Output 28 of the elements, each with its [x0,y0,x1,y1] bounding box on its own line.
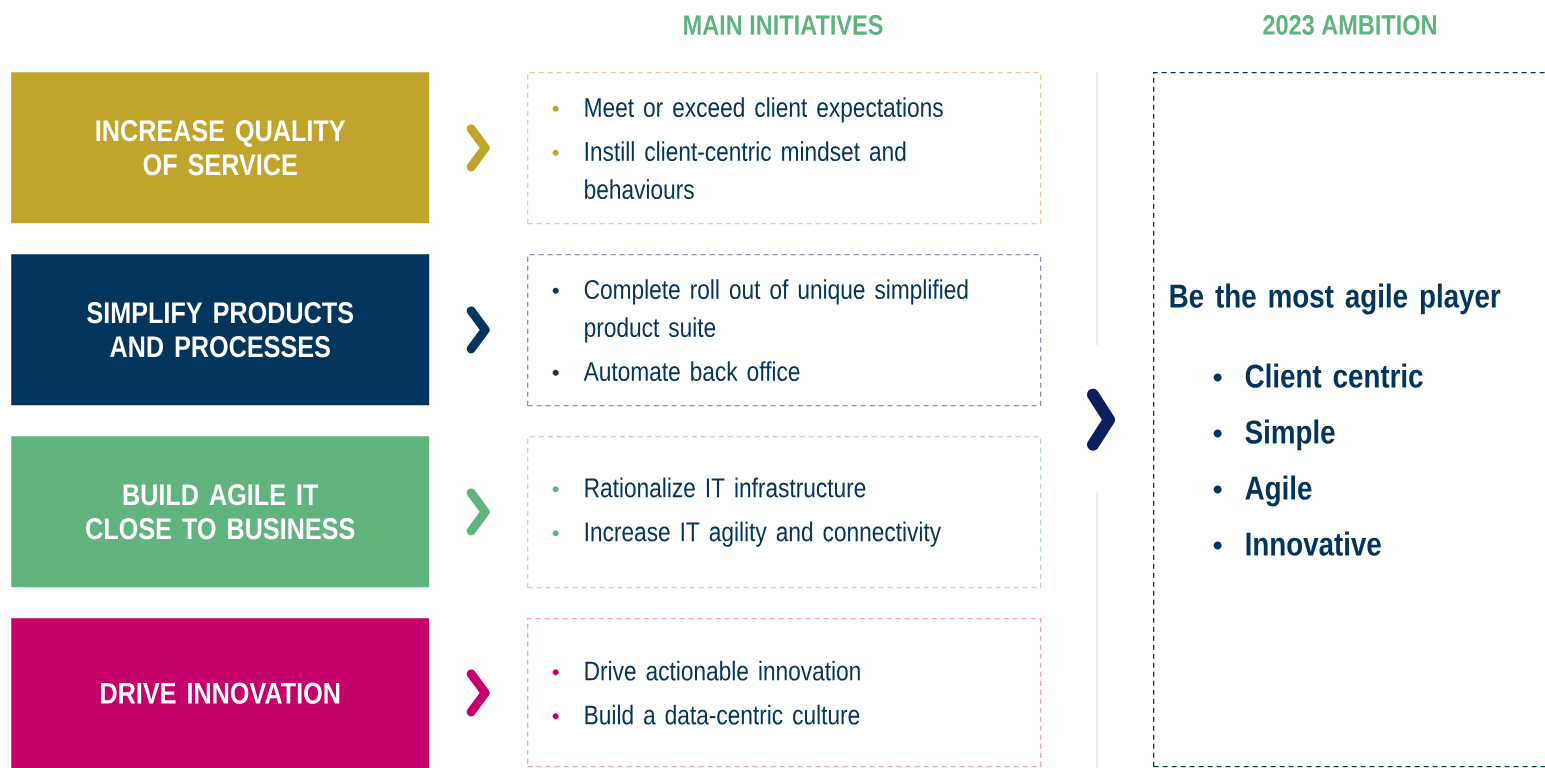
chevron-arrow [466,488,490,536]
bullet-item: Automate back office [552,361,800,382]
bullet-item: Innovative [1213,531,1381,556]
initiative-box [527,254,1042,407]
bullet-item: Increase IT agility and connectivity [552,521,941,547]
initiative-box [527,72,1042,225]
goal-box: BUILD AGILE IT CLOSE TO BUSINESS [11,436,430,588]
bullet-item: Complete roll out of unique simplified product suite [552,279,968,343]
chevron-arrow [466,124,490,172]
chevron-arrow [466,669,490,717]
ambition-box [1153,72,1545,768]
column-heading: 2023 AMBITION [1263,15,1436,35]
chevron-arrow [466,306,490,354]
goal-box: DRIVE INNOVATION [11,618,430,768]
ambition-heading: Be the most agile player [1170,283,1501,315]
initiative-box [527,436,1042,589]
bullet-item: Drive actionable innovation [552,660,860,681]
bullet-item: Agile [1213,475,1312,507]
bullet-item: Instill client-centric mindset and behaviours [552,141,906,200]
column-heading: MAIN INITIATIVES [684,15,883,35]
initiative-box [527,618,1042,768]
goal-box: INCREASE QUALITY OF SERVICE [11,72,430,224]
bullet-item: Rationalize IT infrastructure [552,477,866,498]
goal-box: SIMPLIFY PRODUCTS AND PROCESSES [11,254,430,406]
bullet-item: Meet or exceed client expectations [552,97,943,123]
bullet-item: Build a data-centric culture [552,704,860,725]
bullet-item: Client centric [1213,363,1423,388]
bullet-item: Simple [1213,419,1335,451]
